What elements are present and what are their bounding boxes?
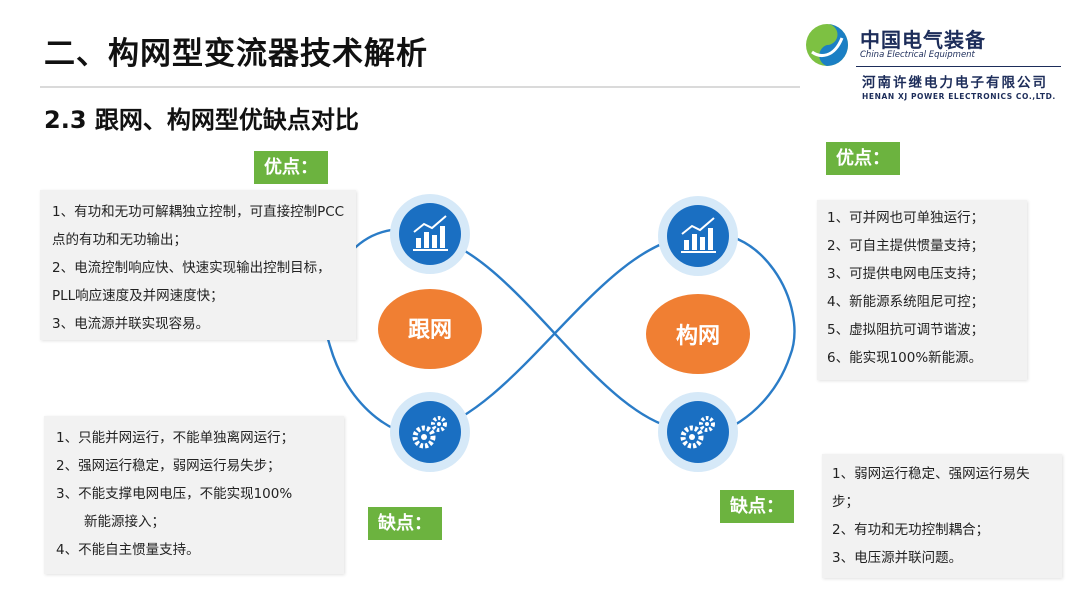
chart-icon [390, 194, 470, 274]
grid-forming-advantages-tag: 优点： [826, 142, 900, 175]
list-item: 4、不能自主惯量支持。 [56, 542, 200, 558]
company-logo-icon [806, 24, 848, 66]
list-item: 2、强网运行稳定，弱网运行易失步； [56, 458, 281, 474]
list-item: 2、有功和无功控制耦合； [832, 522, 990, 538]
list-item: 4、新能源系统阻尼可控； [827, 294, 985, 310]
list-item: 2、可自主提供惯量支持； [827, 238, 985, 254]
grid-following-advantages-tag: 优点： [254, 151, 328, 184]
comparison-infinity-diagram [324, 194, 796, 472]
company-name-cn: 河南许继电力电子有限公司 [862, 75, 1048, 91]
list-item: 6、能实现100%新能源。 [827, 350, 983, 366]
logo-divider [856, 66, 1061, 67]
list-item: 新能源接入； [84, 514, 165, 530]
grid-following-disadvantages-box: 1、只能并网运行，不能单独离网运行； 2、强网运行稳定，弱网运行易失步； 3、不… [44, 416, 344, 574]
grid-forming-disadvantages-tag: 缺点： [720, 490, 794, 523]
page-title: 二、构网型变流器技术解析 [44, 36, 428, 72]
list-item: 3、电压源并联问题。 [832, 550, 963, 566]
company-name-en: HENAN XJ POWER ELECTRONICS CO.,LTD. [862, 92, 1056, 101]
list-item: 1、可并网也可单独运行； [827, 210, 985, 226]
list-item: 1、只能并网运行，不能单独离网运行； [56, 430, 295, 446]
gears-icon [390, 392, 470, 472]
grid-forming-label: 构网 [675, 324, 720, 349]
grid-following-advantages-box: 1、有功和无功可解耦独立控制，可直接控制PCC点的有功和无功输出； 2、电流控制… [40, 190, 356, 340]
section-subtitle: 2.3 跟网、构网型优缺点对比 [44, 106, 359, 134]
grid-following-oval [378, 289, 482, 369]
list-item: 2、电流控制响应快、快速实现输出控制目标，PLL响应速度及并网速度快； [52, 260, 331, 304]
list-item: 3、可提供电网电压支持； [827, 266, 985, 282]
grid-forming-disadvantages-box: 1、弱网运行稳定、强网运行易失步； 2、有功和无功控制耦合； 3、电压源并联问题… [822, 454, 1062, 578]
list-item: 1、有功和无功可解耦独立控制，可直接控制PCC点的有功和无功输出； [52, 204, 345, 248]
logo-brand-cn: 中国电气装备 [860, 28, 986, 52]
list-item: 1、弱网运行稳定、强网运行易失步； [832, 466, 1030, 510]
gears-icon [658, 392, 738, 472]
grid-following-disadvantages-tag: 缺点： [368, 507, 442, 540]
grid-forming-advantages-box: 1、可并网也可单独运行； 2、可自主提供惯量支持； 3、可提供电网电压支持； 4… [817, 200, 1027, 380]
list-item: 3、不能支撑电网电压，不能实现100% [56, 486, 293, 502]
grid-following-label: 跟网 [407, 318, 452, 343]
logo-brand-en: China Electrical Equipment [860, 50, 975, 60]
chart-icon [658, 196, 738, 276]
header-divider [40, 86, 800, 88]
list-item: 3、电流源并联实现容易。 [52, 316, 210, 332]
grid-forming-oval [646, 294, 750, 374]
list-item: 5、虚拟阻抗可调节谐波； [827, 322, 985, 338]
